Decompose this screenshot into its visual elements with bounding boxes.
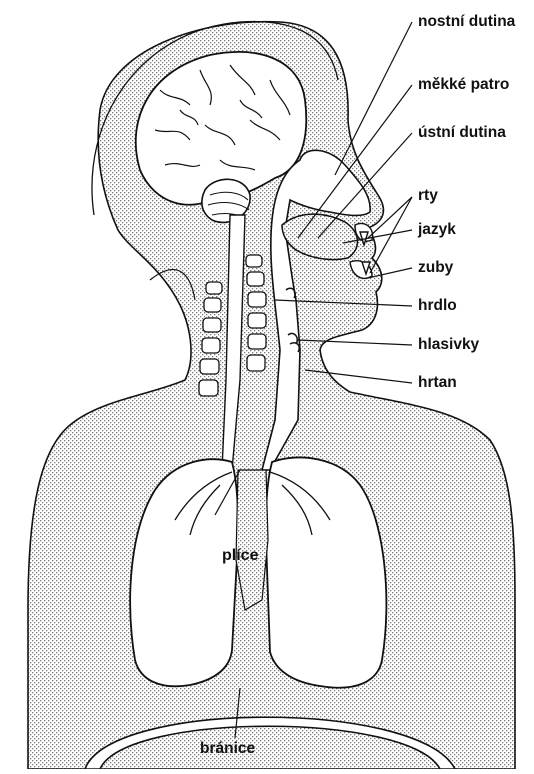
label-lips: rty [418, 188, 438, 204]
label-lungs: plíce [222, 548, 258, 564]
label-larynx: hrtan [418, 375, 457, 391]
label-nasal-cavity: nostní dutina [418, 14, 515, 30]
label-throat: hrdlo [418, 298, 457, 314]
label-diaphragm: bránice [200, 741, 255, 757]
label-vocal-cords: hlasivky [418, 337, 479, 353]
label-tongue: jazyk [418, 222, 456, 238]
mediastinum [236, 470, 268, 610]
label-oral-cavity: ústní dutina [418, 125, 506, 141]
label-soft-palate: měkké patro [418, 77, 509, 93]
label-teeth: zuby [418, 260, 453, 276]
